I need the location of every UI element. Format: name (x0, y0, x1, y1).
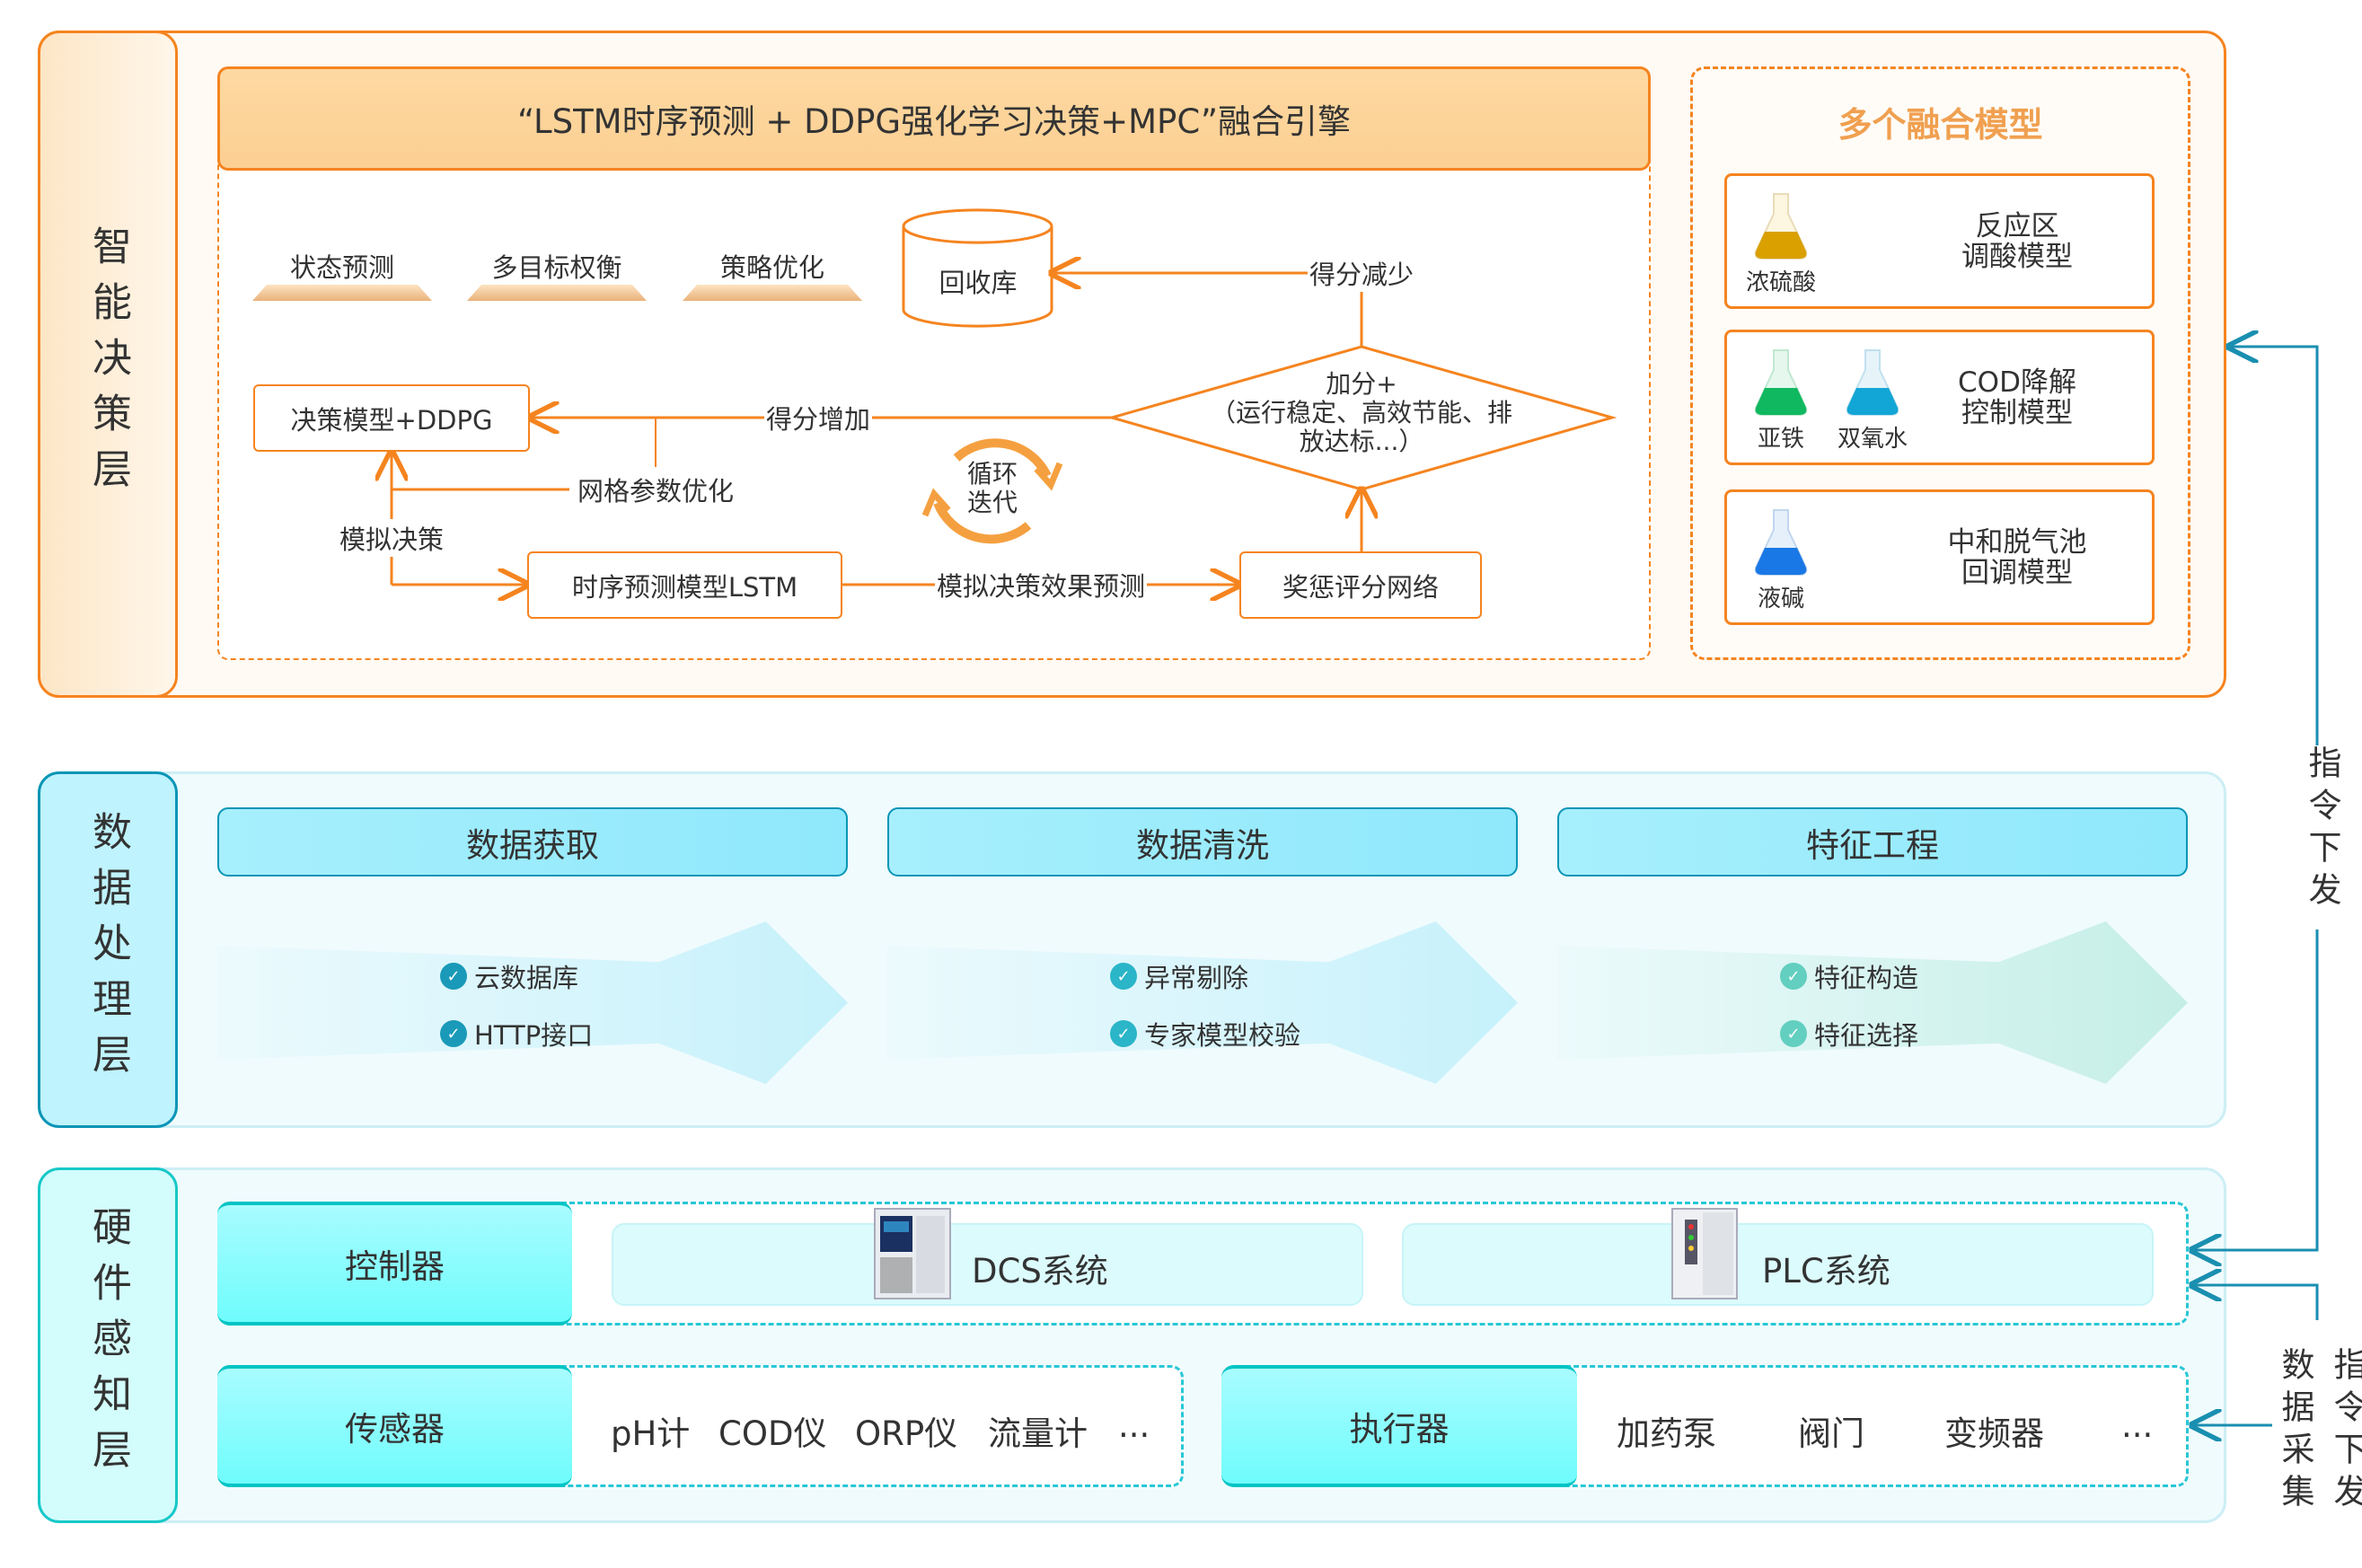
arrow-command-to-controller (2192, 929, 2319, 1250)
check-icon: ✓ (1780, 1020, 1807, 1047)
actuator-item: ... (2121, 1406, 2154, 1445)
arrow-data-collect (2192, 1285, 2319, 1320)
models-title: 多个融合模型 (1838, 105, 2043, 145)
bullet-item: ✓专家模型校验 (1110, 1015, 1300, 1053)
flask-icon (1846, 349, 1899, 416)
actuator-label: 执行器 (1221, 1365, 1577, 1487)
stage-header-acquire: 数据获取 (217, 807, 848, 876)
plc-system-label: PLC系统 (1762, 1252, 1890, 1291)
flask-icon (1754, 193, 1808, 260)
diamond-text: 加分+ （运行稳定、高效节能、排 放达标...） (1168, 370, 1556, 456)
stage-header-clean: 数据清洗 (887, 807, 1518, 876)
diamond-line: 加分+ (1326, 369, 1397, 399)
dcs-system-label: DCS系统 (972, 1252, 1108, 1291)
model-name: COD降解控制模型 (1958, 366, 2076, 429)
ddpg-model-box: 决策模型+DDPG (253, 384, 530, 452)
loop-line: 迭代 (966, 488, 1018, 517)
command-label-top: 指令下发 (2299, 745, 2341, 926)
bullet-item: ✓特征选择 (1780, 1015, 1918, 1053)
loop-label: 循环 迭代 (956, 460, 1028, 517)
sensor-item: COD仪 (718, 1414, 827, 1453)
diamond-line: （运行稳定、高效节能、排 (1210, 398, 1512, 427)
data-collect-label: 数据采集 (2276, 1347, 2314, 1516)
dcs-system-box (612, 1223, 1363, 1306)
tag-strategy-optimization: 策略优化 (683, 247, 862, 301)
layer-title: 数据处理层 (85, 810, 131, 1089)
hardware-layer-label: 硬件感知层 (38, 1167, 178, 1523)
dcs-cabinet-icon (874, 1208, 951, 1299)
reward-network-box: 奖惩评分网络 (1239, 551, 1482, 619)
score-up-label: 得分增加 (763, 399, 873, 436)
sensor-item: pH计 (611, 1414, 691, 1453)
arrow-command-to-decision (2229, 347, 2319, 754)
sensor-item: 流量计 (988, 1414, 1088, 1453)
bullet-item: ✓特征构造 (1780, 957, 1918, 995)
actuator-item: 变频器 (1944, 1414, 2044, 1453)
model-acid: 浓硫酸 反应区调酸模型 (1724, 173, 2155, 309)
chemical-label: 双氧水 (1837, 426, 1908, 453)
model-name: 反应区调酸模型 (1961, 209, 2073, 273)
layer-title: 智能决策层 (85, 225, 131, 504)
grid-opt-label: 网格参数优化 (575, 471, 736, 508)
flask-icon (1754, 349, 1808, 416)
simulate-label: 模拟决策 (337, 519, 446, 557)
chemical-label: 液碱 (1757, 586, 1805, 612)
model-neutralization: 液碱 中和脱气池回调模型 (1724, 489, 2155, 625)
diamond-line: 放达标...） (1299, 427, 1424, 456)
check-icon: ✓ (1110, 1020, 1137, 1047)
recycle-db-icon (902, 208, 1053, 328)
score-down-label: 得分减少 (1307, 254, 1416, 292)
check-icon: ✓ (1110, 963, 1137, 990)
chemical-label: 浓硫酸 (1745, 269, 1817, 296)
engine-title-bar: “LSTM时序预测 + DDPG强化学习决策+MPC”融合引擎 (217, 66, 1651, 171)
check-icon: ✓ (440, 963, 467, 990)
model-name: 中和脱气池回调模型 (1947, 525, 2087, 589)
check-icon: ✓ (440, 1020, 467, 1047)
model-cod: 亚铁 双氧水 COD降解控制模型 (1724, 330, 2155, 465)
bullet-item: ✓异常剔除 (1110, 957, 1248, 995)
decision-layer-label: 智能决策层 (38, 31, 178, 698)
layer-title: 硬件感知层 (85, 1206, 131, 1484)
sensor-label: 传感器 (217, 1365, 572, 1487)
plc-system-box (1402, 1223, 2154, 1306)
sensor-item: ... (1118, 1406, 1150, 1445)
recycle-db-label: 回收库 (939, 268, 1018, 298)
controller-label: 控制器 (217, 1202, 572, 1326)
sensor-item: ORP仪 (855, 1414, 958, 1453)
actuator-item: 加药泵 (1617, 1414, 1716, 1453)
data-layer-label: 数据处理层 (38, 771, 178, 1128)
chemical-label: 亚铁 (1757, 426, 1805, 453)
bullet-item: ✓云数据库 (440, 957, 578, 995)
actuator-item: 阀门 (1798, 1414, 1864, 1453)
engine-title: “LSTM时序预测 + DDPG强化学习决策+MPC”融合引擎 (516, 102, 1352, 141)
stage-header-feature: 特征工程 (1557, 807, 2188, 876)
effect-label: 模拟决策效果预测 (934, 566, 1148, 603)
flask-icon (1754, 509, 1808, 576)
tag-state-prediction: 状态预测 (252, 247, 432, 301)
bullet-item: ✓HTTP接口 (440, 1015, 593, 1053)
plc-cabinet-icon (1671, 1208, 1738, 1299)
command-label-bottom: 指令下发 (2328, 1347, 2362, 1516)
loop-line: 循环 (966, 459, 1018, 489)
loop-icon (921, 438, 1063, 544)
tag-multi-objective: 多目标权衡 (467, 247, 647, 301)
check-icon: ✓ (1780, 963, 1807, 990)
lstm-model-box: 时序预测模型LSTM (527, 551, 842, 619)
